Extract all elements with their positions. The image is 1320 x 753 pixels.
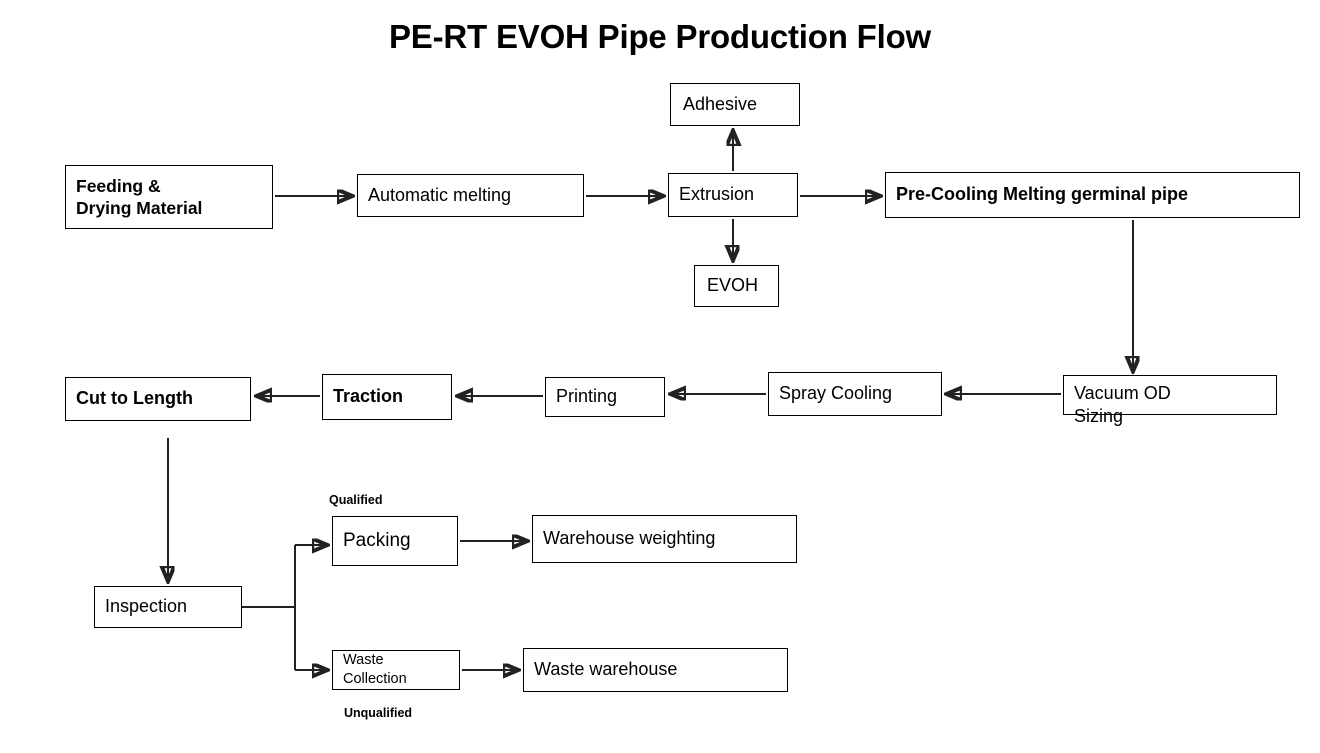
node-label: Warehouse weighting (543, 528, 716, 549)
node-spray-cooling[interactable]: Spray Cooling (768, 372, 942, 416)
node-label: Pre-Cooling Melting germinal pipe (896, 184, 1189, 205)
node-traction[interactable]: Traction (322, 374, 452, 420)
node-evoh[interactable]: EVOH (694, 265, 779, 307)
connector-inspection-trunk (242, 545, 296, 670)
node-automatic-melting[interactable]: Automatic melting (357, 174, 584, 217)
node-label: Spray Cooling (779, 383, 893, 404)
edge-label-unqualified: Unqualified (344, 706, 413, 720)
node-packing[interactable]: Packing (332, 516, 458, 566)
node-pre-cooling-melting-germinal-pipe[interactable]: Pre-Cooling Melting germinal pipe (885, 172, 1300, 218)
node-vacuum-od-sizing[interactable]: Vacuum OD Sizing (1063, 375, 1277, 426)
node-label: Adhesive (683, 93, 758, 114)
node-label: Inspection (105, 596, 188, 617)
node-extrusion[interactable]: Extrusion (668, 173, 798, 217)
node-label: Feeding & Drying Material (76, 175, 203, 218)
node-label: Waste Collection (343, 652, 407, 687)
node-inspection[interactable]: Inspection (94, 586, 242, 628)
node-adhesive[interactable]: Adhesive (670, 83, 800, 126)
node-label: Packing (343, 529, 411, 551)
node-printing[interactable]: Printing (545, 377, 665, 417)
edge-label-qualified: Qualified (329, 493, 383, 507)
node-label: Extrusion (679, 184, 755, 205)
node-label: Vacuum OD Sizing (1074, 383, 1171, 427)
node-waste-collection[interactable]: Waste Collection (332, 650, 460, 690)
node-cut-to-length[interactable]: Cut to Length (65, 377, 251, 421)
node-warehouse-weighting[interactable]: Warehouse weighting (532, 515, 797, 563)
node-waste-warehouse[interactable]: Waste warehouse (523, 648, 788, 692)
node-label: Cut to Length (76, 388, 193, 409)
node-label: Traction (333, 386, 404, 407)
node-label: Automatic melting (368, 184, 512, 205)
node-label: Waste warehouse (534, 659, 678, 680)
node-feeding-drying-material[interactable]: Feeding & Drying Material (65, 165, 273, 229)
node-label: EVOH (707, 275, 759, 296)
node-label: Printing (556, 386, 618, 407)
page-title: PE-RT EVOH Pipe Production Flow (389, 18, 931, 55)
